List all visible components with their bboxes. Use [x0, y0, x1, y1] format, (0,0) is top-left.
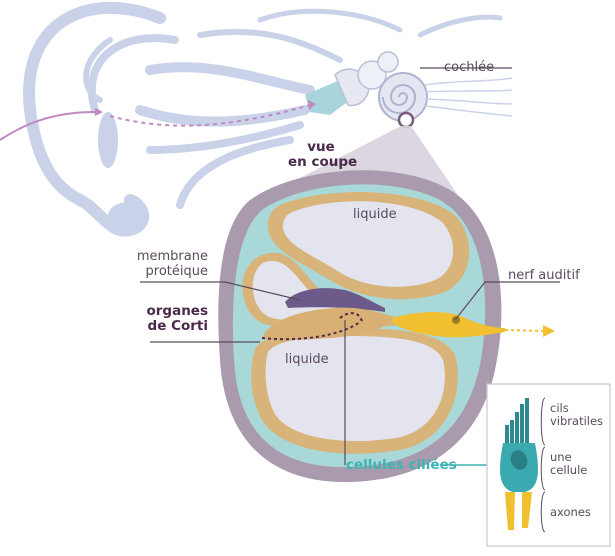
label-membrane-line1: membrane	[136, 249, 208, 264]
organ-of-corti	[262, 307, 392, 341]
hair-cell-inset	[486, 383, 611, 547]
label-organes-line1: organes	[146, 303, 208, 319]
label-nerf-auditif: nerf auditif	[508, 268, 580, 283]
label-cellule-line2: cellule	[550, 463, 588, 477]
label-cils-line2: vibratiles	[550, 414, 604, 428]
ear-canal-shape	[98, 112, 118, 168]
auditory-nerve	[392, 312, 555, 338]
label-vue-line2: en coupe	[288, 154, 358, 170]
label-cellule-line1: une	[550, 450, 572, 464]
label-liquide-top: liquide	[353, 207, 397, 222]
label-organes-line2: de Corti	[147, 318, 208, 334]
label-cils-vibratiles: cils vibratiles	[550, 402, 603, 428]
sound-arrow	[0, 100, 316, 141]
label-cochlee: cochlée	[444, 60, 495, 75]
leader-lines	[140, 67, 560, 465]
label-axones: axones	[550, 505, 591, 519]
cochlea-cross-section	[218, 170, 502, 483]
ear-lobe	[108, 202, 148, 230]
label-une-cellule: une cellule	[550, 451, 587, 477]
protein-membrane	[285, 288, 385, 312]
label-cellules-ciliees: cellules ciliées	[346, 457, 457, 473]
label-membrane: membrane protéique	[90, 249, 208, 279]
label-cils-line1: cils	[550, 401, 569, 415]
label-vue-en-coupe: vue en coupe	[288, 139, 358, 170]
label-liquide-bottom: liquide	[285, 352, 329, 367]
label-membrane-line2: protéique	[145, 264, 208, 279]
inner-ear	[305, 51, 513, 129]
label-vue-line1: vue	[307, 139, 335, 155]
label-organes-de-corti: organes de Corti	[90, 304, 208, 334]
